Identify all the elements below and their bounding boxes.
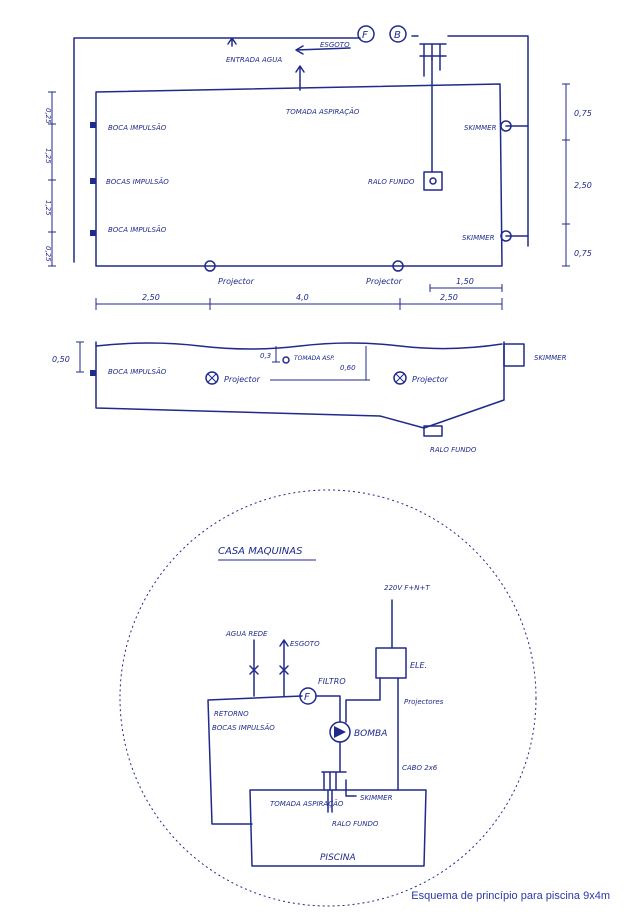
plan-bottom-dim-line [95,298,503,310]
section-label-tomada-asp: TOMADA ASP. [294,355,335,362]
mr-label-esgoto: ESGOTO [290,640,320,648]
mr-label-projectores: Projectores [404,698,444,706]
mr-filter-pump-pipe [315,695,341,723]
mr-pool-box [249,789,427,867]
plan-valve-manifold [419,43,447,77]
dim-bottom-1: 2,50 [142,293,160,302]
label-skimmer-2: SKIMMER [462,234,495,242]
plan-left-dim-line [48,91,56,267]
dim-inset: 1,50 [456,277,474,286]
section-dim-d1: 0,3 [260,352,271,360]
section-projector-2 [393,371,407,385]
projector-symbol-plan-2 [392,260,404,272]
section-pool-outline [95,341,505,429]
ralo-fundo-box-plan [423,171,443,191]
label-boca-impulsao-1: BOCA IMPULSÃO [108,123,167,132]
pump-symbol-plan [389,25,407,43]
dim-right-2: 2,50 [574,181,592,190]
boca-impulsao-fitting-3 [90,230,96,236]
mr-label-filtro: FILTRO [318,677,346,686]
section-projector-2-x [395,373,405,383]
mr-pump-triangle [334,726,346,738]
machine-room-title: CASA MAQUINAS [218,546,303,557]
figure-caption: Esquema de princípio para piscina 9x4m [411,890,610,902]
dim-left-1: 0,25 [44,108,52,124]
section-label-projector-2: Projector [412,375,449,384]
dim-left-4: 0,25 [44,246,52,262]
section-view: BOCA IMPULSÃO Projector Projector TOMADA… [52,341,567,454]
mr-filter-letter: F [304,692,310,703]
label-ralo-fundo-plan: RALO FUNDO [368,178,415,186]
dim-left-2: 1,25 [44,148,52,164]
section-label-skimmer: SKIMMER [534,354,567,362]
section-label-projector-1: Projector [224,375,261,384]
label-tomada-aspiracao: TOMADA ASPIRAÇÃO [286,107,360,116]
mr-label-retorno: RETORNO [214,710,249,718]
section-projector-1 [205,371,219,385]
section-label-ralo-fundo: RALO FUNDO [430,446,477,454]
pool-plan-outline [95,83,503,267]
mr-label-piscina: PISCINA [320,853,356,863]
mr-label-skimmer: SKIMMER [360,794,393,802]
mr-label-ralo-fundo: RALO FUNDO [332,820,379,828]
dim-right-3: 0,75 [574,249,592,258]
projector-symbol-plan-1 [204,260,216,272]
mr-valve-2 [279,665,289,675]
filter-letter-plan: F [362,30,368,41]
section-water-line [95,342,503,350]
label-boca-impulsao-2: BOCAS IMPULSÃO [106,177,169,186]
mr-label-bocas: BOCAS IMPULSÃO [212,723,275,732]
label-esgoto-top: ESGOTO [320,41,350,49]
mr-label-tomada: TOMADA ASPIRAÇÃO [270,799,344,808]
mr-agua-rede-pipe [253,639,289,697]
mr-panel-to-pump [345,677,381,723]
mr-valve-1 [249,665,259,675]
section-dim-lines [76,341,370,381]
plan-top-pipe-left [73,37,361,263]
skimmer-symbol-2 [500,230,512,242]
filter-symbol-plan [357,25,375,43]
section-skimmer-box [503,343,525,367]
ralo-fundo-dot [429,177,437,185]
mr-label-agua-rede: AGUA REDE [225,630,268,638]
section-dim-left: 0,50 [52,355,70,364]
label-boca-impulsao-3: BOCA IMPULSÃO [108,225,167,234]
mr-label-power: 220V F+N+T [384,584,430,592]
mr-retorno-loop [207,695,303,825]
mr-pump-manifold [321,741,357,813]
label-entrada-agua: ENTRADA AGUA [226,56,282,64]
machine-room-dotted-circle [119,489,537,907]
boca-impulsao-fitting-2 [90,178,96,184]
mr-electric-panel [375,647,407,679]
plan-inset-dim-line [429,284,503,292]
machine-room-view: CASA MAQUINAS PISCINA RETORNO BOCAS IMPU… [119,489,537,907]
dim-left-3: 1,25 [44,200,52,216]
section-ralo-box [423,425,443,437]
section-dim-d2: 0,60 [340,364,356,372]
plan-right-dim-line [562,83,570,267]
plan-top-pipe-right [411,35,529,247]
mr-label-cabo: CABO 2x6 [402,764,438,772]
skimmer-symbol-1 [500,120,512,132]
section-boca-fitting [90,370,96,376]
dim-bottom-3: 2,50 [440,293,458,302]
pump-letter-plan: B [394,30,401,41]
dim-bottom-2: 4,0 [296,293,309,302]
plan-view: F B ENTRADA AGUA ESGOTO TOMADA ASPIRAÇÃO… [44,25,592,310]
section-tomada-asp [282,356,290,364]
section-projector-1-x [207,373,217,383]
section-label-boca: BOCA IMPULSÃO [108,367,167,376]
mr-label-ele: ELE. [410,661,427,670]
plan-entrada-arrow [227,37,237,47]
plan-skimmer-pipe [505,125,529,237]
mr-label-bomba: BOMBA [354,729,387,739]
boca-impulsao-fitting-1 [90,122,96,128]
plan-tomada-pipe [295,65,305,91]
label-skimmer-1: SKIMMER [464,124,497,132]
dim-right-1: 0,75 [574,109,592,118]
label-projector-plan-1: Projector [218,277,255,286]
plan-esgoto-arrow [295,45,351,55]
label-projector-plan-2: Projector [366,277,403,286]
